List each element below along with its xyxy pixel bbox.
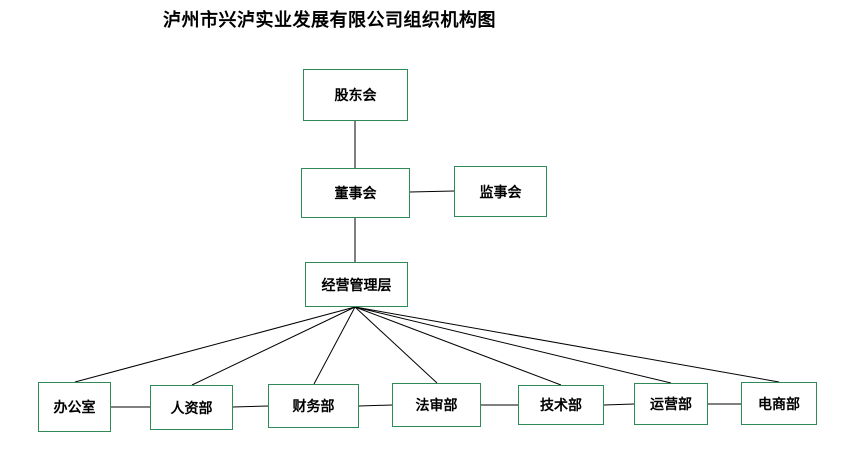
node-shareholders: 股东会 bbox=[303, 69, 408, 121]
node-dept-tech: 技术部 bbox=[518, 385, 604, 425]
node-board: 董事会 bbox=[301, 168, 410, 218]
link-board-supervisors bbox=[409, 190, 455, 193]
link-management-legal bbox=[354, 306, 438, 384]
link-management-finance bbox=[313, 306, 356, 385]
node-supervisors: 监事会 bbox=[454, 166, 547, 217]
node-management: 经营管理层 bbox=[305, 262, 408, 307]
node-dept-finance: 财务部 bbox=[268, 384, 359, 428]
link-finance-legal bbox=[358, 404, 393, 407]
node-dept-ecom: 电商部 bbox=[741, 382, 817, 425]
node-dept-legal: 法审部 bbox=[392, 383, 481, 427]
node-dept-ops: 运营部 bbox=[634, 383, 708, 425]
link-tech-ops bbox=[603, 403, 635, 406]
link-management-ecom bbox=[354, 306, 780, 383]
node-dept-hr: 人资部 bbox=[150, 385, 233, 430]
link-hr-finance bbox=[232, 405, 269, 408]
link-management-tech bbox=[354, 306, 562, 386]
chart-title: 泸州市兴泸实业发展有限公司组织机构图 bbox=[163, 10, 496, 31]
link-management-ops bbox=[354, 306, 672, 384]
link-management-hr bbox=[191, 306, 356, 386]
node-dept-office: 办公室 bbox=[38, 382, 111, 432]
link-management-office bbox=[74, 306, 356, 383]
